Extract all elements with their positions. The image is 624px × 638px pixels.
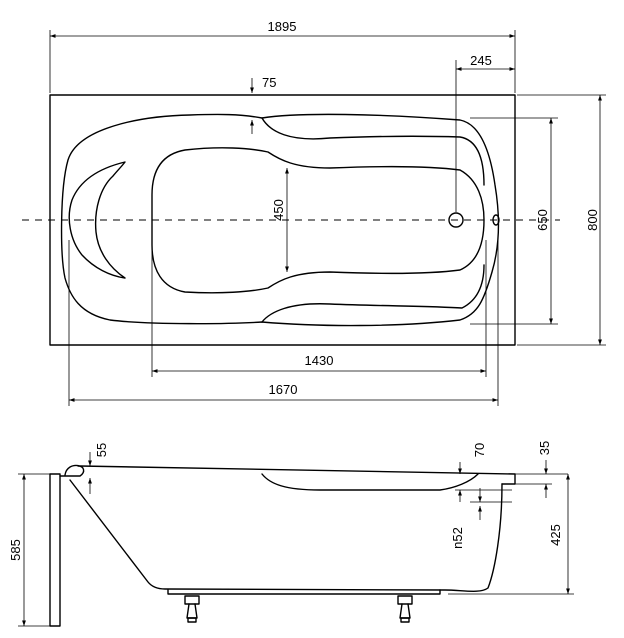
top-view: 1895 245 75 450 650 800 1430 1670 [22,19,606,406]
overflow-icon [492,214,500,226]
headrest [68,161,126,279]
drain-icon [448,212,464,228]
rim-head-lip [59,465,85,477]
side-rim [64,464,516,485]
foot-left [184,595,200,623]
dim-rim-head: 55 [94,443,109,457]
basin-step-upper [261,117,485,186]
tub-inner-basin [60,113,500,327]
dim-overflow-diameter: n52 [450,527,465,549]
dim-rim-step: 70 [472,443,487,457]
dim-overall-length: 1895 [268,19,297,34]
dim-bottom-length: 1430 [305,353,334,368]
dim-drain-offset: 245 [470,53,492,68]
tub-bottom-area [151,147,485,294]
side-bottom-plate [167,589,441,595]
side-view: 585 55 70 35 n52 425 [8,441,574,627]
dim-rim-width: 75 [262,75,276,90]
side-panel-post [49,473,61,627]
dim-total-height: 585 [8,539,23,561]
foot-right [397,595,413,623]
side-basin-curve [261,473,479,491]
dim-inner-length: 1670 [269,382,298,397]
basin-step-lower [261,264,485,323]
side-tub-body [69,479,503,592]
dim-bottom-width: 450 [271,199,286,221]
dim-depth: 425 [548,524,563,546]
dim-overall-width: 800 [585,209,600,231]
dim-inner-width: 650 [535,209,550,231]
dim-rim-foot: 35 [537,441,552,455]
